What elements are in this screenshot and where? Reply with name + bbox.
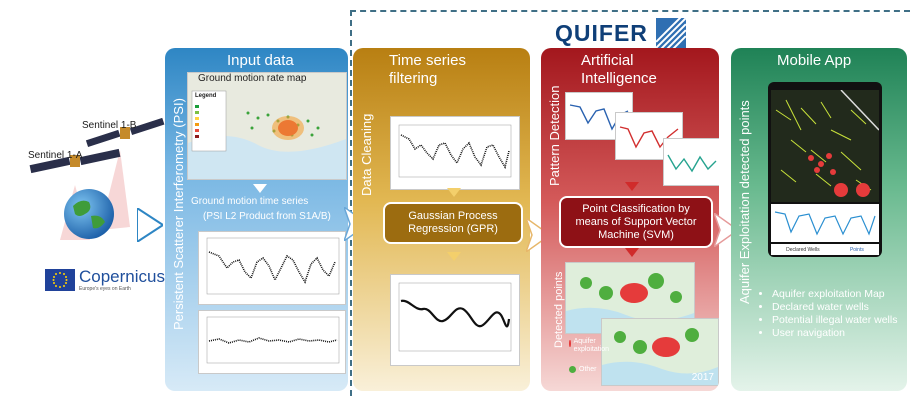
time-series-plot-1 — [198, 231, 346, 305]
feature-item: User navigation — [772, 327, 897, 340]
map-legend-title: Legend — [195, 93, 217, 99]
quifer-frame-top — [350, 10, 910, 12]
tab-points[interactable]: Points — [849, 246, 864, 253]
ai-down-arrow-2-icon — [625, 248, 639, 257]
detected-points-label: Detected points — [553, 271, 565, 348]
mobile-title: Mobile App — [777, 52, 852, 69]
flow-arrow-ai-to-mobile — [712, 211, 740, 252]
raw-series-plot — [390, 116, 520, 190]
flow-arrow-into-input — [136, 206, 165, 247]
filter-title-line1: Time series — [389, 52, 466, 69]
sentinel-1a-label: Sentinel 1-A — [28, 150, 83, 161]
aquifer-dot-icon — [569, 340, 571, 347]
copernicus-tagline: Europe's eyes on Earth — [79, 286, 131, 292]
ai-down-arrow-1-icon — [625, 182, 639, 191]
feature-item: Declared water wells — [772, 301, 897, 314]
ai-side-label: Pattern Detection — [547, 85, 562, 186]
time-series-filtering-panel: Time series filtering Data Cleaning Gaus… — [353, 48, 530, 391]
svm-box: Point Classification by means of Support… — [559, 196, 713, 248]
legend-other: Other — [569, 366, 597, 373]
ai-title-line2: Intelligence — [581, 70, 657, 87]
time-series-subtitle: (PSI L2 Product from S1A/B) — [203, 211, 331, 222]
quifer-frame-left — [350, 10, 352, 396]
feature-item: Aquifer exploitation Map — [772, 288, 897, 301]
filter-down-arrow-2-icon — [447, 252, 461, 261]
earth-globe-icon — [63, 188, 115, 240]
brand: QUIFER — [555, 16, 686, 50]
legend-other-label: Other — [579, 366, 597, 373]
phone-tabbar: Declared Wells Points — [771, 244, 879, 255]
ai-title-line1: Artificial — [581, 52, 634, 69]
phone-chart — [771, 204, 879, 242]
mobile-feature-list: Aquifer exploitation Map Declared water … — [760, 288, 897, 340]
filter-title-line2: filtering — [389, 70, 438, 87]
tab-declared-wells[interactable]: Declared Wells — [786, 246, 820, 253]
pattern-plot-3 — [663, 138, 719, 186]
ground-motion-rate-map: Ground motion rate map Legend — [187, 72, 347, 180]
feature-item: Potential illegal water wells — [772, 314, 897, 327]
mobile-side-label: Aquifer Exploitation detected points — [737, 100, 752, 304]
filtered-series-plot — [390, 274, 520, 366]
time-series-title: Ground motion time series — [191, 196, 309, 207]
gpr-label: Gaussian Process Regression (GPR) — [408, 210, 498, 235]
gpr-box: Gaussian Process Regression (GPR) — [383, 202, 523, 244]
detected-map-2017: 2017 — [601, 318, 719, 386]
brand-name: QUIFER — [555, 19, 648, 46]
phone-map — [771, 90, 879, 202]
copernicus-logo: Copernicus Europe's eyes on Earth — [45, 265, 165, 295]
input-data-panel: Input data Persistent Scatterer Interfer… — [165, 48, 348, 391]
mobile-phone-mockup: Declared Wells Points — [768, 82, 882, 257]
eu-flag-icon — [45, 269, 75, 291]
time-series-plot-2 — [198, 310, 346, 374]
other-dot-icon — [569, 366, 576, 373]
copernicus-wordmark: Copernicus — [79, 267, 165, 286]
legend-aquifer: Aquifer exploitation — [569, 338, 609, 354]
quifer-logo-icon — [655, 18, 686, 48]
artificial-intelligence-panel: Artificial Intelligence Pattern Detectio… — [541, 48, 719, 391]
input-down-arrow-icon — [253, 184, 267, 193]
legend-aquifer-label: Aquifer exploitation — [573, 338, 609, 353]
svm-label: Point Classification by means of Support… — [575, 202, 697, 241]
year-2017-label: 2017 — [691, 372, 714, 383]
input-panel-title: Input data — [227, 52, 294, 69]
filter-side-label: Data Cleaning — [359, 113, 374, 196]
map-title: Ground motion rate map — [198, 73, 307, 84]
filter-down-arrow-1-icon — [447, 188, 461, 197]
sentinel-1b-label: Sentinel 1-B — [82, 120, 137, 131]
input-panel-side-label: Persistent Scatterer Interferometry (PSI… — [171, 98, 186, 330]
